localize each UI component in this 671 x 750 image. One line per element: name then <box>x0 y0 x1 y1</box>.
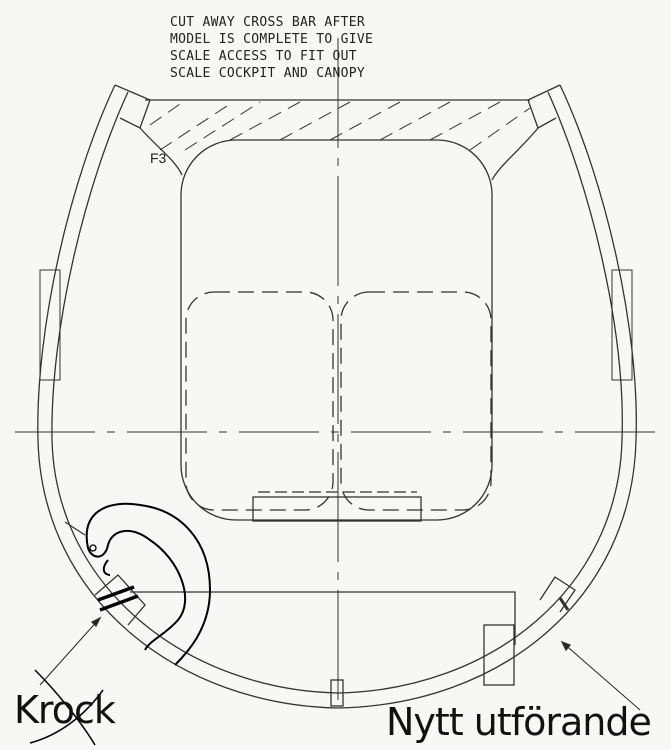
krock-label: Krock <box>14 688 116 732</box>
outer-skin-line <box>37 84 637 709</box>
former-label: F3 <box>150 150 167 166</box>
freehand-hook <box>85 502 212 666</box>
canopy-opening <box>180 139 493 521</box>
seat-base <box>252 496 422 522</box>
note-line: SCALE COCKPIT AND CANOPY <box>170 66 366 81</box>
seats <box>185 291 492 511</box>
hatching <box>149 101 531 151</box>
top-left-block <box>114 84 151 129</box>
note-line: CUT AWAY CROSS BAR AFTER <box>170 15 366 30</box>
cross-out-mark <box>29 669 104 746</box>
construction-note: CUT AWAY CROSS BAR AFTER MODEL IS COMPLE… <box>170 14 373 82</box>
note-line: SCALE ACCESS TO FIT OUT <box>170 49 357 64</box>
top-right-block <box>527 84 561 129</box>
floor-line <box>130 591 516 645</box>
cross-bar-lower <box>139 127 539 181</box>
note-line: MODEL IS COMPLETE TO GIVE <box>170 32 374 47</box>
inner-skin-line <box>51 91 623 694</box>
new-version-label: Nytt utförande <box>386 700 652 744</box>
